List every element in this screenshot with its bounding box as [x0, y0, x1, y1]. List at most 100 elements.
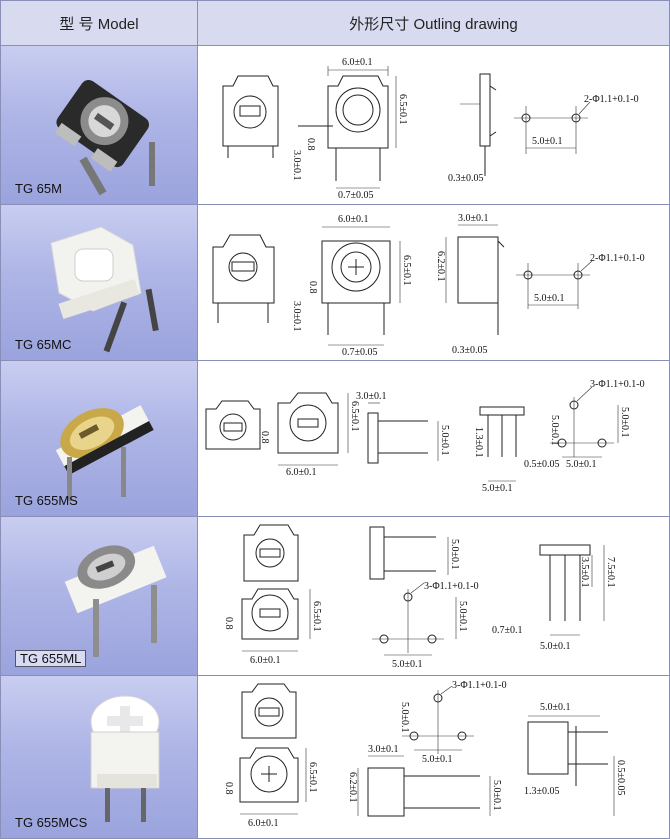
dim-height: 6.5±0.1 — [401, 255, 412, 286]
product-photo: TG 65M — [1, 46, 198, 204]
dim-hole: 3-Φ1.1+0.1-0 — [424, 581, 479, 592]
model-label: TG 65M — [15, 181, 62, 196]
dim-hole-spacing: 5.0±0.1 — [532, 136, 563, 147]
dim-pin-gap: 0.5±0.05 — [524, 459, 560, 470]
dim-hole: 2-Φ1.1+0.1-0 — [590, 253, 645, 264]
product-photo: TG 655ML — [1, 517, 198, 675]
dim-pin-pitch: 0.7±0.05 — [338, 190, 374, 201]
dim-pin-length: 3.0±0.1 — [291, 150, 302, 181]
side-view: 3.0±0.1 6.2±0.1 0.3±0.05 — [435, 213, 505, 356]
side-view: 3.0±0.1 5.0±0.1 — [356, 391, 450, 464]
dim-pin-pitch: 5.0±0.1 — [540, 641, 571, 652]
front-view: 0.8 — [205, 400, 270, 450]
dim-hole: 3-Φ1.1+0.1-0 — [590, 379, 645, 390]
dim-pin-pitch: 0.7±0.05 — [342, 347, 378, 358]
dim-height: 6.5±0.1 — [307, 762, 318, 793]
dim-row-spacing: 5.0±0.1 — [457, 601, 468, 632]
dim-top: 5.0±0.1 — [540, 702, 571, 713]
model-row: TG 655MCS 6.0±0.1 6.5±0.1 0.8 — [1, 676, 669, 838]
hole-pattern: 5.0±0.1 5.0±0.1 3-Φ1.1+0.1-0 — [399, 680, 507, 765]
hole-pattern: 5.0±0.1 2-Φ1.1+0.1-0 — [516, 253, 645, 309]
dim-width: 6.0±0.1 — [286, 467, 317, 478]
dim-height: 6.5±0.1 — [311, 601, 322, 632]
side-view: 0.3±0.05 — [448, 73, 497, 184]
front-view — [241, 683, 297, 739]
outline-drawing: 6.0±0.1 6.5±0.1 0.8 5.0±0.1 5.0±0.1 3-Φ1… — [198, 676, 669, 838]
model-label: TG 65MC — [15, 337, 72, 352]
model-column-header: 型 号 Model — [1, 1, 198, 46]
dim-offset: 1.3±0.1 — [473, 427, 484, 458]
model-row: TG 65MC 6.0±0.1 6.5±0.1 0.8 — [1, 205, 669, 361]
dim-width: 6.0±0.1 — [342, 57, 373, 68]
dim-pin: 0.8 — [223, 617, 234, 630]
bottom-view: 1.3±0.1 5.0±0.1 0.5±0.05 — [473, 406, 560, 494]
dim-thickness: 3.0±0.1 — [356, 391, 387, 402]
dim-height: 6.5±0.1 — [397, 94, 408, 125]
dim-hole-spacing: 5.0±0.1 — [422, 754, 453, 765]
dim-height-side: 6.2±0.1 — [347, 772, 358, 803]
product-photo: TG 655MCS — [1, 676, 198, 838]
hole-pattern: 5.0±0.1 5.0±0.1 3-Φ1.1+0.1-0 — [372, 581, 479, 670]
trimmer-potentiometer-image — [90, 695, 160, 822]
bottom-view: 5.0±0.1 1.3±0.05 0.5±0.05 — [524, 702, 626, 816]
dim-height-side: 6.2±0.1 — [435, 251, 446, 282]
dim-lead: 5.0±0.1 — [491, 780, 502, 811]
dim-hole-offset: 5.0±0.1 — [549, 415, 560, 446]
dim-pin-gap: 0.5±0.05 — [615, 760, 626, 796]
dim-width: 6.0±0.1 — [248, 818, 279, 829]
outline-drawing: 0.8 6.0±0.1 6.5±0.1 3.0±0.1 5.0±0.1 — [198, 361, 669, 516]
dim-hole-spacing: 5.0±0.1 — [534, 293, 565, 304]
outline-drawing: 6.0±0.1 6.5±0.1 0.8 5.0±0.1 5.0±0.1 — [198, 517, 669, 675]
dim-pin-offset: 1.3±0.05 — [524, 786, 560, 797]
dim-body: 3.5±0.1 — [579, 557, 590, 588]
model-row: TG 655MS 0.8 6.0±0.1 6.5±0.1 — [1, 361, 669, 517]
dim-total: 7.5±0.1 — [605, 557, 616, 588]
dim-hole: 3-Φ1.1+0.1-0 — [452, 680, 507, 691]
front-view — [212, 234, 275, 323]
dim-pin: 0.8 — [305, 138, 316, 151]
trimmer-potentiometer-image — [64, 545, 167, 657]
dim-hole: 2-Φ1.1+0.1-0 — [584, 94, 639, 105]
model-label: TG 655MS — [15, 493, 78, 508]
model-row: TG 655ML 6.0±0.1 6.5±0.1 0.8 — [1, 517, 669, 676]
dim-width: 6.0±0.1 — [338, 214, 369, 225]
model-row: TG 65M 6.0±0.1 6.5±0.1 0.8 — [1, 46, 669, 205]
top-view: 6.0±0.1 6.5±0.1 — [277, 392, 360, 478]
dim-pin: 0.8 — [223, 782, 234, 795]
dim-thickness: 3.0±0.1 — [368, 744, 399, 755]
dim-width: 6.0±0.1 — [250, 655, 281, 666]
hole-pattern: 5.0±0.1 5.0±0.1 5.0±0.1 3-Φ1.1+0.1-0 — [549, 379, 645, 470]
front-view — [243, 524, 299, 582]
dim-lead: 5.0±0.1 — [449, 539, 460, 570]
dim-pitch: 5.0±0.1 — [482, 483, 513, 494]
outline-drawing: 6.0±0.1 6.5±0.1 0.8 3.0±0.1 0.7±0.05 0.3… — [198, 46, 669, 204]
dim-hole-spacing: 5.0±0.1 — [392, 659, 423, 670]
front-pin-view: 3.5±0.1 7.5±0.1 0.7±0.1 5.0±0.1 — [492, 544, 616, 652]
front-view — [222, 75, 279, 158]
trimmer-potentiometer-image — [54, 79, 155, 196]
outline-column-header: 外形尺寸 Outling drawing — [198, 1, 669, 46]
model-label: TG 655MCS — [15, 815, 88, 830]
top-view: 6.0±0.1 6.5±0.1 0.8 3.0±0.1 0.7±0.05 — [291, 57, 408, 201]
dim-thickness: 3.0±0.1 — [458, 213, 489, 224]
dim-hole-spacing: 5.0±0.1 — [566, 459, 597, 470]
dim-row-spacing: 5.0±0.1 — [619, 407, 630, 438]
dim-height: 6.5±0.1 — [349, 401, 360, 432]
side-view: 5.0±0.1 — [369, 526, 460, 580]
product-photo: TG 655MS — [1, 361, 198, 516]
trimmer-potentiometer-image — [55, 405, 154, 501]
dim-pin: 0.8 — [259, 431, 270, 444]
product-photo: TG 65MC — [1, 205, 198, 360]
dim-pin-length: 3.0±0.1 — [291, 301, 302, 332]
dim-lead: 5.0±0.1 — [439, 425, 450, 456]
top-view: 6.0±0.1 6.5±0.1 0.8 — [223, 588, 322, 666]
top-view: 6.0±0.1 6.5±0.1 0.8 — [223, 747, 318, 829]
dim-terminal: 0.3±0.05 — [452, 345, 488, 356]
hole-pattern: 5.0±0.1 2-Φ1.1+0.1-0 — [514, 94, 639, 154]
outline-drawing: 6.0±0.1 6.5±0.1 0.8 3.0±0.1 0.7±0.05 3.0… — [198, 205, 669, 360]
dim-thickness: 0.3±0.05 — [448, 173, 484, 184]
dim-pin: 0.8 — [307, 281, 318, 294]
model-label: TG 655ML — [15, 650, 87, 667]
dim-row-spacing: 5.0±0.1 — [399, 702, 410, 733]
